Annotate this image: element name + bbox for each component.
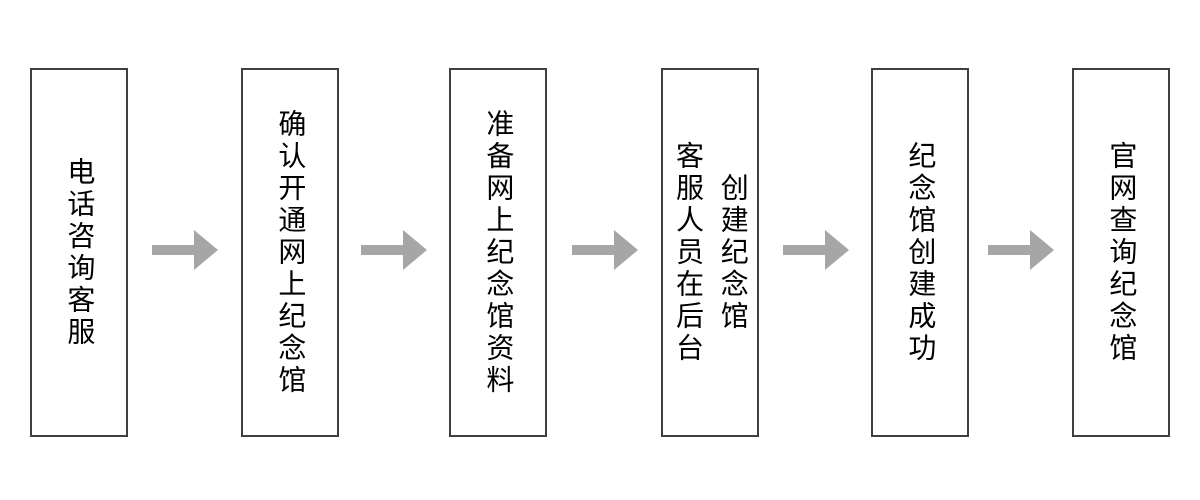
flow-arrow bbox=[361, 230, 427, 270]
flow-node-prepare-materials: 准备网上纪念馆资料 bbox=[449, 68, 547, 437]
arrow-right-icon bbox=[783, 230, 849, 270]
flow-arrow bbox=[783, 230, 849, 270]
arrow-right-icon bbox=[572, 230, 638, 270]
flow-node-label: 客服人员在后台 创建纪念馆 bbox=[673, 140, 749, 365]
flow-node-confirm-open: 确认开通网上纪念馆 bbox=[241, 68, 339, 437]
flow-node-label: 纪念馆创建成功 bbox=[905, 140, 937, 365]
flow-node-label: 官网查询纪念馆 bbox=[1106, 140, 1138, 365]
flow-arrow bbox=[572, 230, 638, 270]
flow-arrow bbox=[152, 230, 218, 270]
flow-node-label: 准备网上纪念馆资料 bbox=[483, 108, 515, 397]
arrow-right-icon bbox=[152, 230, 218, 270]
flow-arrow bbox=[988, 230, 1054, 270]
flow-node-label: 电话咨询客服 bbox=[64, 156, 96, 349]
arrow-right-icon bbox=[988, 230, 1054, 270]
flow-node-phone-consult: 电话咨询客服 bbox=[30, 68, 128, 437]
arrow-right-icon bbox=[361, 230, 427, 270]
flow-node-label: 确认开通网上纪念馆 bbox=[275, 108, 307, 397]
flow-node-query-official-site: 官网查询纪念馆 bbox=[1072, 68, 1170, 437]
flow-node-backend-create: 客服人员在后台 创建纪念馆 bbox=[661, 68, 759, 437]
flow-node-create-success: 纪念馆创建成功 bbox=[871, 68, 969, 437]
